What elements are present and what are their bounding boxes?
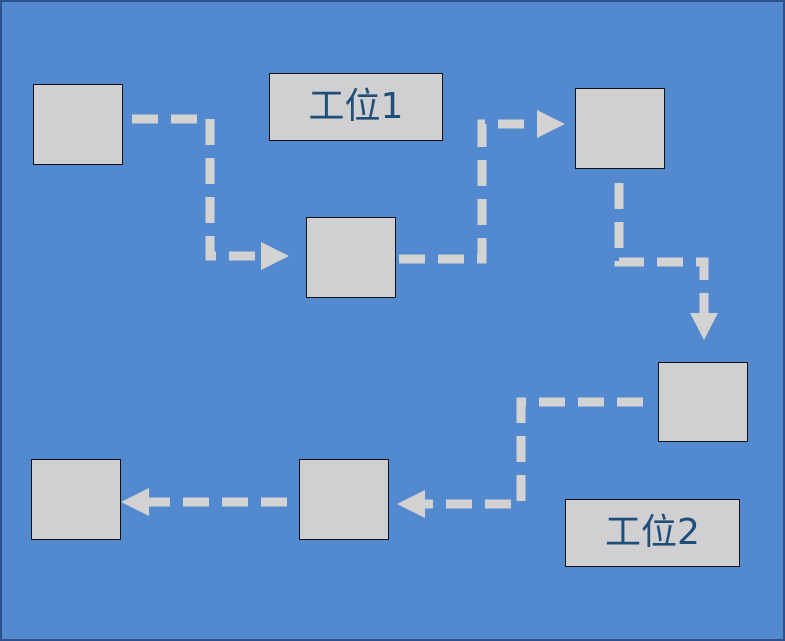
station-label-1: 工位1 [269,73,443,141]
connector-3-to-4 [614,183,709,314]
connector-1-to-2 [132,114,262,261]
process-node-4 [658,362,748,442]
process-node-6 [31,459,121,540]
connector-2-to-3 [399,119,537,264]
station-label-2: 工位2 [565,499,740,567]
process-node-2 [306,217,396,298]
process-node-1 [33,84,123,165]
arrowhead-to-node-5 [397,490,425,518]
connector-4-to-5 [424,397,643,509]
arrowhead-to-node-4 [690,313,718,340]
process-node-5 [299,459,389,540]
station-label-2-text: 工位2 [605,512,700,553]
arrowhead-to-node-2 [261,242,289,270]
process-node-3 [575,88,665,169]
arrowhead-to-node-3 [537,110,565,138]
station-label-1-text: 工位1 [308,86,404,127]
arrowhead-to-node-6 [121,488,149,516]
